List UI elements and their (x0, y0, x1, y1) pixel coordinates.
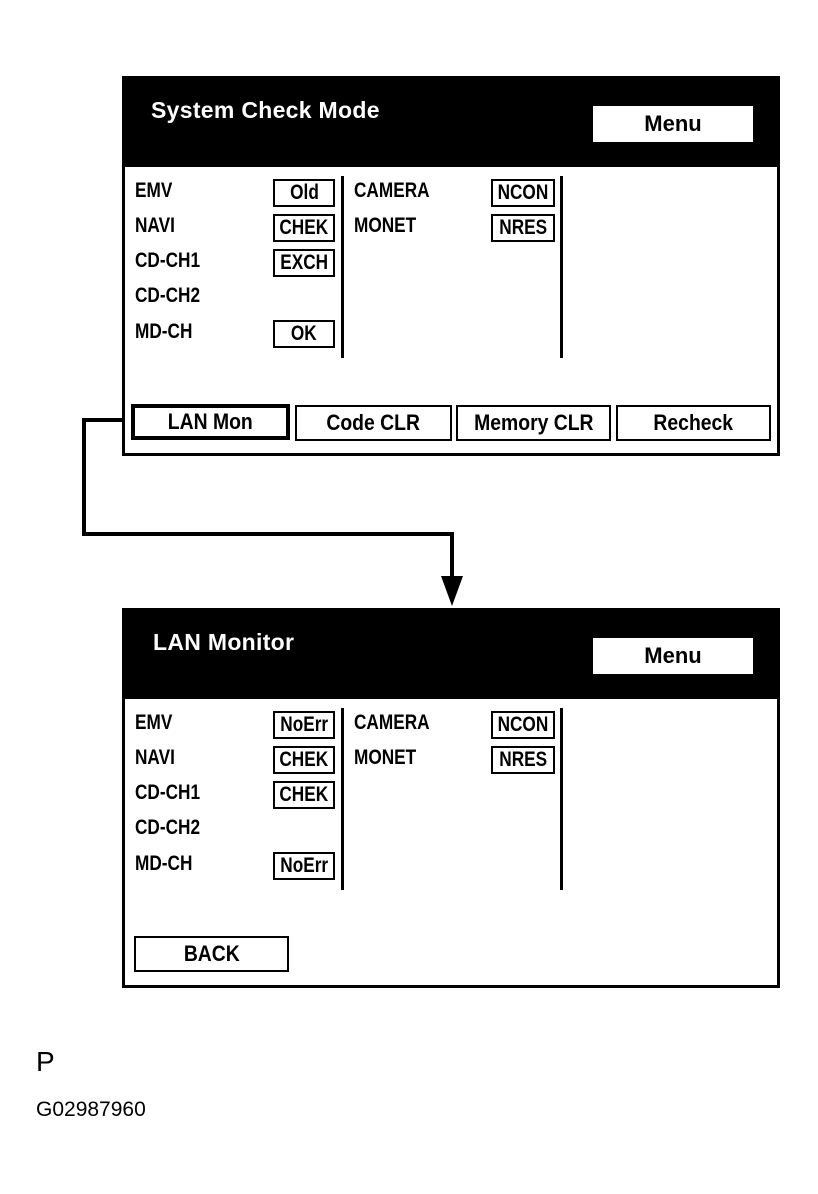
device-label-camera: CAMERA (354, 179, 430, 202)
device-label-navi: NAVI (135, 214, 175, 237)
figure-letter: P (36, 1046, 55, 1077)
device-label-md-ch: MD-CH (135, 320, 193, 343)
device-label-md-ch: MD-CH (135, 852, 193, 875)
code-clr-button[interactable]: Code CLR (295, 405, 452, 441)
menu-button[interactable]: Menu (593, 638, 753, 674)
column-divider (341, 176, 344, 358)
device-status-cd-ch1: CHEK (273, 781, 335, 809)
back-button[interactable]: BACK (134, 936, 289, 972)
lan-mon-button[interactable]: LAN Mon (131, 404, 290, 440)
device-label-monet: MONET (354, 214, 417, 237)
memory-clr-button[interactable]: Memory CLR (456, 405, 611, 441)
screen-header: System Check Mode Menu (125, 79, 777, 167)
device-status-camera: NCON (491, 711, 555, 739)
device-status-camera: NCON (491, 179, 555, 207)
device-label-camera: CAMERA (354, 711, 430, 734)
device-status-emv: NoErr (273, 711, 335, 739)
device-status-navi: CHEK (273, 746, 335, 774)
device-label-cd-ch1: CD-CH1 (135, 781, 201, 804)
device-label-cd-ch2: CD-CH2 (135, 284, 201, 307)
screen-header: LAN Monitor Menu (125, 611, 777, 699)
figure-code: G02987960 (36, 1098, 146, 1121)
menu-button[interactable]: Menu (593, 106, 753, 142)
device-label-monet: MONET (354, 746, 417, 769)
recheck-button[interactable]: Recheck (616, 405, 771, 441)
screen-title: LAN Monitor (153, 629, 295, 655)
device-status-monet: NRES (491, 214, 555, 242)
system-check-screen: System Check Mode Menu EMV Old NAVI CHEK… (122, 76, 780, 456)
device-label-emv: EMV (135, 179, 173, 202)
device-label-cd-ch1: CD-CH1 (135, 249, 201, 272)
column-divider (560, 176, 563, 358)
flow-arrowhead (441, 576, 463, 606)
flow-line (82, 418, 454, 578)
device-status-md-ch: NoErr (273, 852, 335, 880)
device-label-navi: NAVI (135, 746, 175, 769)
device-status-cd-ch1: EXCH (273, 249, 335, 277)
device-label-emv: EMV (135, 711, 173, 734)
device-status-navi: CHEK (273, 214, 335, 242)
screen-title: System Check Mode (151, 97, 380, 123)
column-divider (560, 708, 563, 890)
device-label-cd-ch2: CD-CH2 (135, 816, 201, 839)
lan-monitor-screen: LAN Monitor Menu EMV NoErr NAVI CHEK CD-… (122, 608, 780, 988)
device-status-emv: Old (273, 179, 335, 207)
device-status-monet: NRES (491, 746, 555, 774)
device-status-md-ch: OK (273, 320, 335, 348)
column-divider (341, 708, 344, 890)
